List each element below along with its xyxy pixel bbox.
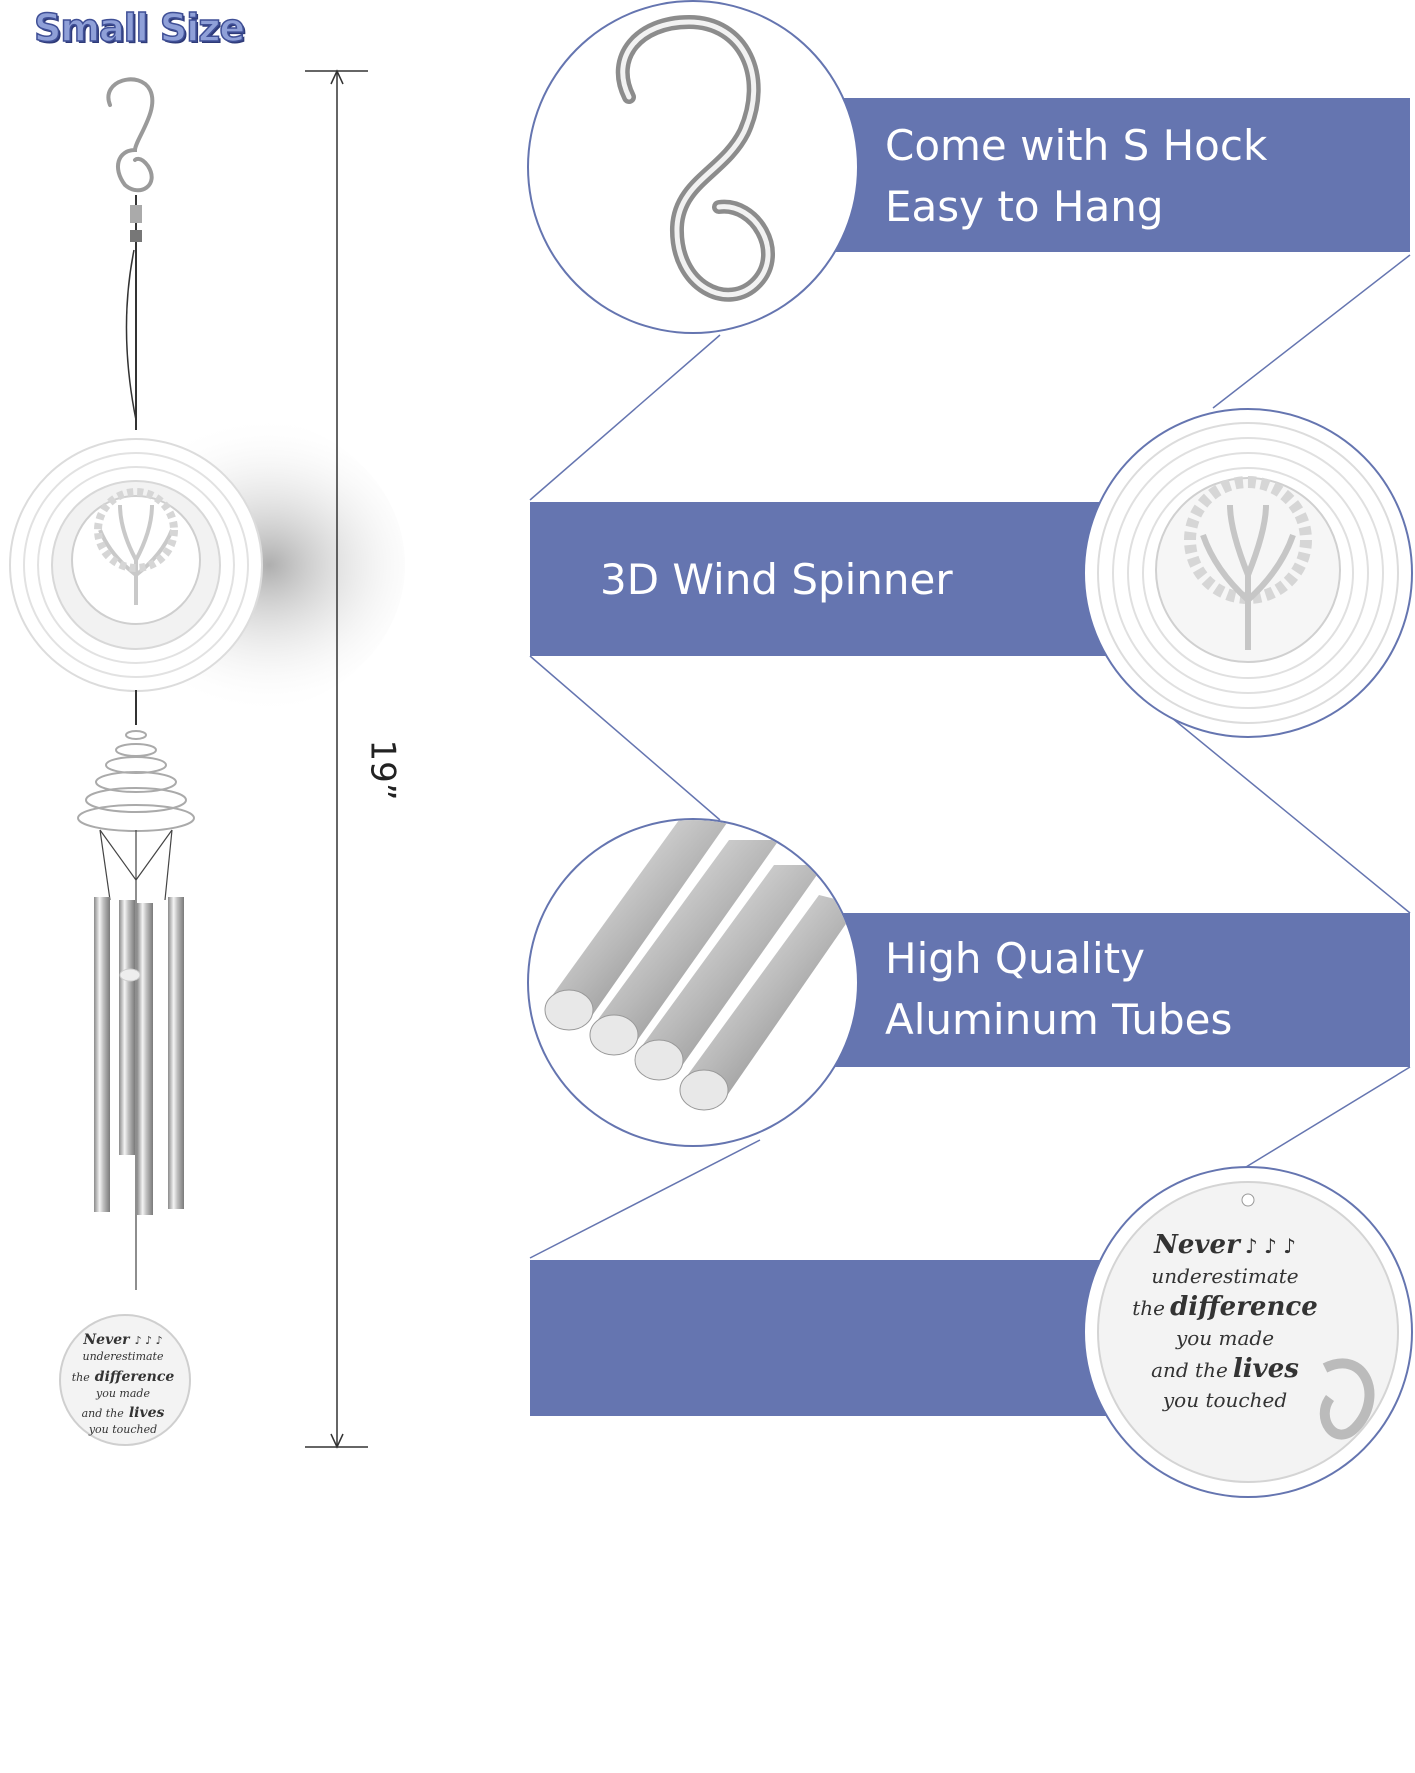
pendant-line-underestimate: underestimate [82,1349,164,1363]
feature-3-line1: High Quality [885,934,1145,983]
aluminum-tubes-icon [527,818,859,1147]
chime-spinner-disc [9,438,263,692]
pendant-word-never: Never [83,1332,130,1348]
pendant-word-the: the [71,1370,90,1384]
size-badge: Small Size [33,5,246,51]
pendant-word-difference: difference [94,1368,175,1385]
pendant-line-you-made: you made [96,1386,150,1400]
small-pendant-disc [59,1314,191,1446]
height-dimension-label: 19” [362,739,403,801]
large-pendant-line-you-made: you made [1175,1326,1275,1351]
feature-1-line2: Easy to Hang [885,181,1164,231]
chime-tubes [94,897,184,1215]
round-pendant-icon [1083,1166,1413,1498]
feature-1-line1: Come with S Hock [885,121,1268,170]
pendant-word-and-the: and the [81,1407,124,1421]
chime-strings [99,829,173,1290]
large-pendant-word-lives: lives [1232,1354,1299,1385]
pendant-line-you-touched: you touched [88,1423,158,1437]
swivel [130,205,142,223]
feature-banner-aluminum-tubes: High Quality Aluminum Tubes [760,913,1410,1067]
feature-3-line2: Aluminum Tubes [885,994,1233,1044]
s-hook-icon [527,0,859,334]
swivel-clasp [130,230,142,242]
large-pendant-word-and-the: and the [1151,1358,1228,1383]
large-pendant-word-difference: difference [1170,1292,1318,1323]
feature-banner-round-pendant: Round -shaped Pendant Elegant Look [530,1260,1150,1644]
feature-4-line1: Round -shaped [555,1412,870,1462]
feature-banner-wind-spinner: 3D Wind Spinner [530,502,1150,656]
large-pendant-notes: ♪ ♪ ♪ [1244,1234,1296,1258]
large-pendant-line-you-touched: you touched [1162,1388,1288,1413]
chime-s-hook [106,77,155,193]
large-pendant-word-the: the [1132,1296,1166,1321]
large-pendant-word-never: Never [1154,1230,1240,1260]
chime-coil [77,690,195,832]
large-pendant-text: Never ♪ ♪ ♪ underestimate the difference… [1125,1228,1325,1414]
tree-of-life-spinner-icon [1083,408,1413,738]
small-pendant-text: Never ♪ ♪ ♪ underestimate the difference… [68,1328,178,1438]
clapper [119,968,141,982]
pendant-notes: ♪ ♪ ♪ [134,1334,163,1347]
large-pendant-line-underestimate: underestimate [1151,1264,1299,1289]
feature-2-line1: 3D Wind Spinner [600,555,953,604]
illustration-layer [9,69,1411,1449]
dimension-line [305,69,368,1449]
pendant-word-lives: lives [128,1405,165,1422]
feature-4-line2: Pendant Elegant Look [555,1595,1025,1645]
connector-lines [529,254,1411,1259]
